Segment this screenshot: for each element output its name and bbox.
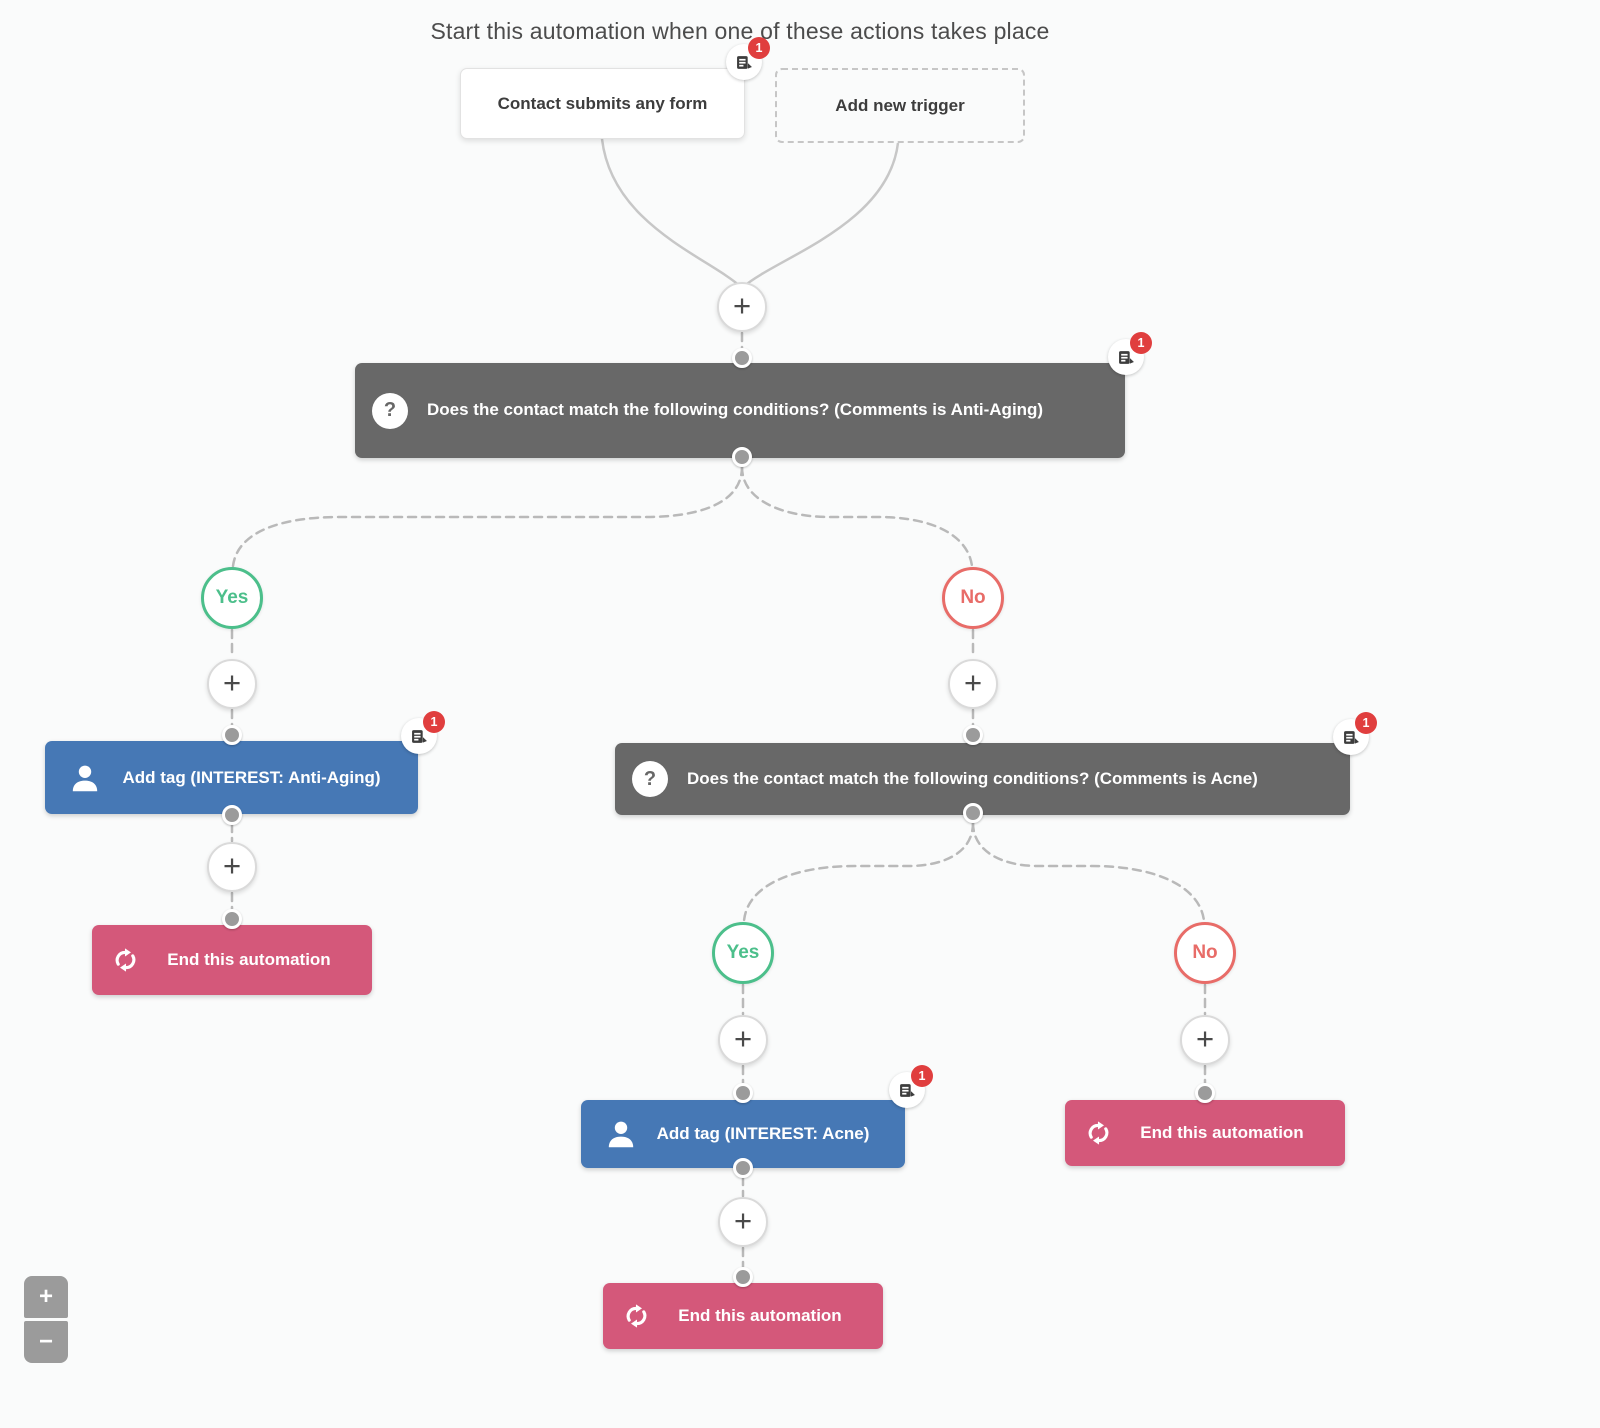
- end-automation-label: End this automation: [167, 950, 331, 969]
- question-icon: ?: [632, 761, 668, 797]
- node-connector-dot: [963, 803, 983, 823]
- node-connector-dot: [733, 1083, 753, 1103]
- trigger-label: Contact submits any form: [497, 93, 708, 113]
- add-tag-node-acne[interactable]: Add tag (INTEREST: Acne): [581, 1100, 905, 1168]
- node-connector-dot: [1195, 1083, 1215, 1103]
- page-title: Start this automation when one of these …: [430, 18, 1050, 44]
- add-new-trigger-button[interactable]: Add new trigger: [775, 68, 1025, 143]
- badge-count: 1: [1130, 332, 1152, 354]
- node-connector-dot: [733, 1158, 753, 1178]
- node-connector-dot: [222, 725, 242, 745]
- end-automation-node[interactable]: End this automation: [1065, 1100, 1345, 1166]
- badge-count: 1: [911, 1065, 933, 1087]
- node-connector-dot: [963, 725, 983, 745]
- condition-label: Does the contact match the following con…: [687, 768, 1258, 788]
- node-connector-dot: [733, 1267, 753, 1287]
- loop-arrows-icon: [115, 948, 136, 972]
- person-icon: [72, 765, 98, 791]
- zoom-controls: + −: [24, 1276, 68, 1363]
- add-tag-label: Add tag (INTEREST: Anti-Aging): [122, 767, 381, 787]
- notes-badge[interactable]: 1: [889, 1065, 933, 1108]
- yes-branch-circle: Yes: [201, 567, 263, 629]
- loop-arrows-icon: [1088, 1121, 1109, 1145]
- notes-badge[interactable]: 1: [726, 37, 770, 80]
- note-icon: [411, 729, 427, 743]
- condition-node-acne[interactable]: ? Does the contact match the following c…: [615, 743, 1350, 815]
- node-connector-dot: [732, 348, 752, 368]
- badge-count: 1: [748, 37, 770, 59]
- add-step-button[interactable]: +: [717, 282, 767, 332]
- add-step-button[interactable]: +: [718, 1015, 768, 1065]
- badge-count: 1: [1355, 712, 1377, 734]
- end-automation-node[interactable]: End this automation: [603, 1283, 883, 1349]
- add-step-button[interactable]: +: [207, 842, 257, 892]
- zoom-in-button[interactable]: +: [24, 1276, 68, 1318]
- zoom-out-button[interactable]: −: [24, 1321, 68, 1363]
- question-icon: ?: [372, 392, 408, 429]
- no-branch-circle: No: [942, 567, 1004, 629]
- note-icon: [1118, 350, 1134, 364]
- add-tag-label: Add tag (INTEREST: Acne): [656, 1124, 870, 1143]
- add-step-button[interactable]: +: [1180, 1015, 1230, 1065]
- note-icon: [736, 55, 752, 69]
- badge-count: 1: [423, 711, 445, 733]
- loop-arrows-icon: [626, 1304, 647, 1328]
- note-icon: [1343, 730, 1359, 744]
- notes-badge[interactable]: 1: [1333, 712, 1377, 755]
- notes-badge[interactable]: 1: [401, 711, 445, 754]
- notes-badge[interactable]: 1: [1108, 332, 1152, 375]
- no-branch-circle: No: [1174, 922, 1236, 984]
- add-step-button[interactable]: +: [207, 659, 257, 709]
- add-step-button[interactable]: +: [948, 659, 998, 709]
- end-automation-label: End this automation: [1140, 1123, 1304, 1142]
- yes-branch-circle: Yes: [712, 922, 774, 984]
- add-new-trigger-label: Add new trigger: [835, 95, 965, 115]
- end-automation-label: End this automation: [678, 1306, 842, 1325]
- condition-label: Does the contact match the following con…: [427, 400, 1044, 420]
- node-connector-dot: [222, 909, 242, 929]
- note-icon: [899, 1083, 915, 1097]
- end-automation-node[interactable]: End this automation: [92, 925, 372, 995]
- person-icon: [608, 1121, 634, 1148]
- add-tag-node-antiaging[interactable]: Add tag (INTEREST: Anti-Aging): [45, 741, 418, 814]
- node-connector-dot: [222, 805, 242, 825]
- condition-node-antiaging[interactable]: ? Does the contact match the following c…: [355, 363, 1125, 458]
- node-connector-dot: [732, 447, 752, 467]
- add-step-button[interactable]: +: [718, 1197, 768, 1247]
- trigger-node-contact-submits-form[interactable]: Contact submits any form: [460, 68, 745, 139]
